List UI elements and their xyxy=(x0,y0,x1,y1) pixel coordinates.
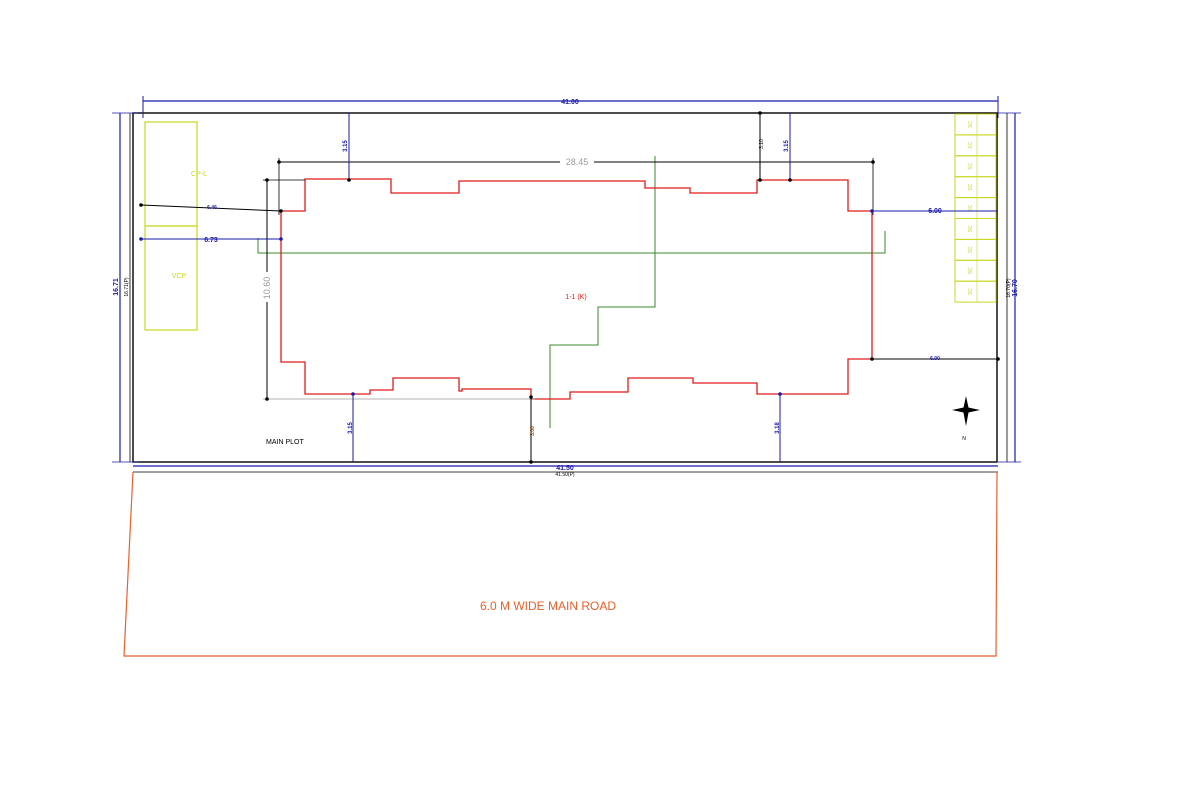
setback-front-left-label: 3.15 xyxy=(343,140,349,152)
parking-slot-label: SC xyxy=(968,183,974,190)
plot-depth-right-sub-label: 16.70(P) xyxy=(1006,278,1012,298)
parking-slot-label: SC xyxy=(968,162,974,169)
setback-side-left-top-label: 6.46 xyxy=(207,205,217,211)
parking-slot xyxy=(954,259,997,282)
setback-rear-left-label: 3.15 xyxy=(348,422,354,434)
parking-slot-label: SC xyxy=(968,141,974,148)
setback-front-left: 3.15 xyxy=(343,113,351,182)
north-arrow-letter: N xyxy=(962,436,966,442)
setback-front-right-small-label: 3.10 xyxy=(759,139,765,149)
parking-slot-label: SC xyxy=(968,204,974,211)
plot-width-top-label: 41.00 xyxy=(561,99,579,106)
plot-boundary xyxy=(132,112,998,463)
building-depth-dimension: 10.60 xyxy=(261,178,535,401)
plot-width-top-dimension: 41.00 xyxy=(142,96,999,118)
plot-depth-left-dimension: 16.71 16.71(P) xyxy=(112,112,138,463)
plot-depth-left-label: 16.71 xyxy=(113,278,120,296)
utility-block-lower-label: VCP xyxy=(172,273,187,280)
section-line xyxy=(257,156,886,428)
building-label: 1-1 (K) xyxy=(565,294,586,301)
parking-slot xyxy=(954,280,997,303)
setback-rear-mid-label: 3.00 xyxy=(530,426,536,436)
parking-slot xyxy=(954,218,997,240)
utility-block-upper xyxy=(144,121,198,227)
parking-slot xyxy=(954,134,997,157)
building-footprint xyxy=(280,178,873,400)
setback-side-left: 6.73 xyxy=(139,237,283,244)
setback-rear-left: 3.15 xyxy=(348,392,355,462)
plot-depth-right-label: 16.70 xyxy=(1012,279,1019,297)
utility-block-upper-label: CP-L xyxy=(191,171,207,178)
setback-front-right: 3.15 xyxy=(784,113,792,182)
parking-slots: SC SC SC SC SC SC SC SC SC xyxy=(954,113,997,303)
setback-rear-right-label: 3.18 xyxy=(775,422,781,434)
parking-slot xyxy=(954,238,997,261)
parking-slot-label: SC xyxy=(968,225,974,232)
setback-side-right-top: 6.00 xyxy=(870,208,998,215)
main-road-label: 6.0 M WIDE MAIN ROAD xyxy=(480,599,616,613)
parking-slot-label: SC xyxy=(968,288,974,295)
building-depth-label: 10.60 xyxy=(262,277,272,300)
north-arrow-icon: N xyxy=(952,396,980,442)
building-length-dimension: 28.45 xyxy=(277,156,875,215)
building-length-label: 28.45 xyxy=(566,157,589,167)
parking-slot-label: SC xyxy=(968,267,974,274)
setback-front-right-small: 3.10 xyxy=(758,111,765,182)
parking-slot xyxy=(954,176,997,199)
setback-rear-right: 3.18 xyxy=(775,392,782,462)
setback-side-left-top: 6.46 xyxy=(139,203,283,213)
parking-slot-label: SC xyxy=(968,246,974,253)
utility-block-lower xyxy=(144,225,198,331)
setback-side-right-bottom: 6.00 xyxy=(870,356,1000,362)
plot-width-bottom-label: 41.50 xyxy=(556,465,574,472)
setback-side-left-label: 6.73 xyxy=(204,237,218,244)
plot-width-bottom-dimension: 41.50 41.50(P) xyxy=(133,465,998,478)
setback-front-right-label: 3.15 xyxy=(784,140,790,152)
parking-slot xyxy=(954,197,997,220)
plot-depth-right-dimension: 16.70(P) 16.70 xyxy=(998,112,1021,463)
setback-rear-mid: 3.00 xyxy=(529,395,536,464)
plot-width-bottom-sub-label: 41.50(P) xyxy=(555,472,575,478)
main-plot-label: MAIN PLOT xyxy=(266,439,304,446)
setback-side-right-top-label: 6.00 xyxy=(928,208,942,215)
parking-slot xyxy=(954,113,997,136)
main-road-boundary xyxy=(123,471,998,657)
parking-slot xyxy=(954,155,997,178)
plot-depth-left-sub-label: 16.71(P) xyxy=(124,277,130,297)
parking-slot-label: SC xyxy=(968,121,974,128)
setback-side-right-bottom-label: 6.00 xyxy=(930,356,940,362)
